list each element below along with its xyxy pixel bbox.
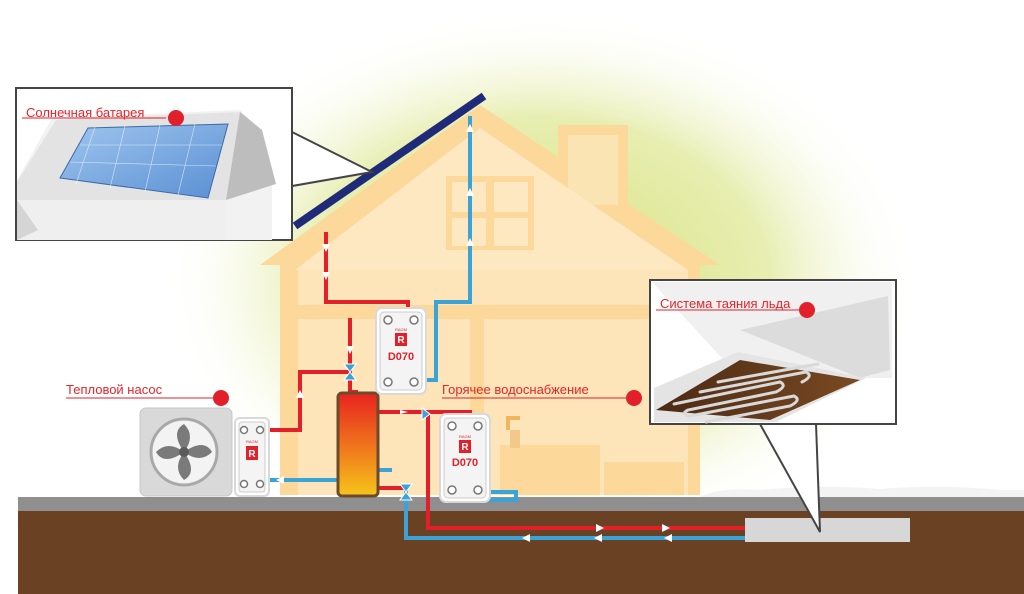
ice-melt-label: Система таяния льда xyxy=(660,296,791,311)
hx-solar-brand-text: RAGM xyxy=(395,327,407,332)
faucet-icon xyxy=(506,416,520,430)
solar-grid-icon xyxy=(69,123,222,196)
heat-exchanger-hotwater: R RAGM D070 xyxy=(439,413,491,503)
flow-arrows xyxy=(276,124,672,542)
solar-callout xyxy=(15,87,376,241)
solar-panel-label: Солнечная батарея xyxy=(26,105,145,120)
kitchen-furniture xyxy=(500,430,684,495)
heat-pump-unit xyxy=(139,407,233,497)
fan-icon xyxy=(156,424,212,480)
storage-tank xyxy=(336,391,380,498)
hx-solar-brand-letter: R xyxy=(397,335,405,346)
heat-exchanger-solar: R RAGM D070 xyxy=(375,307,427,395)
ice-melt-callout xyxy=(649,279,897,533)
hx-water-brand-letter: R xyxy=(461,442,469,453)
heating-coil-icon xyxy=(672,362,820,424)
heat-pump-callout xyxy=(66,390,229,406)
roof-solar-panel xyxy=(292,92,487,230)
hot-water-label: Горячее водоснабжение xyxy=(442,382,589,397)
hot-water-callout xyxy=(442,390,642,406)
heat-pump-label: Тепловой насос xyxy=(66,382,163,397)
hx-pump-brand-letter: R xyxy=(248,449,256,460)
heat-exchanger-pump: R RAGM xyxy=(234,417,270,497)
hx-solar-model: D070 xyxy=(388,351,414,363)
hx-water-model: D070 xyxy=(452,457,478,469)
attic-window xyxy=(446,176,534,250)
hx-water-brand-text: RAGM xyxy=(459,434,471,439)
ground xyxy=(18,486,1024,594)
valve-icons xyxy=(343,363,431,501)
hx-pump-brand-text: RAGM xyxy=(246,439,258,444)
